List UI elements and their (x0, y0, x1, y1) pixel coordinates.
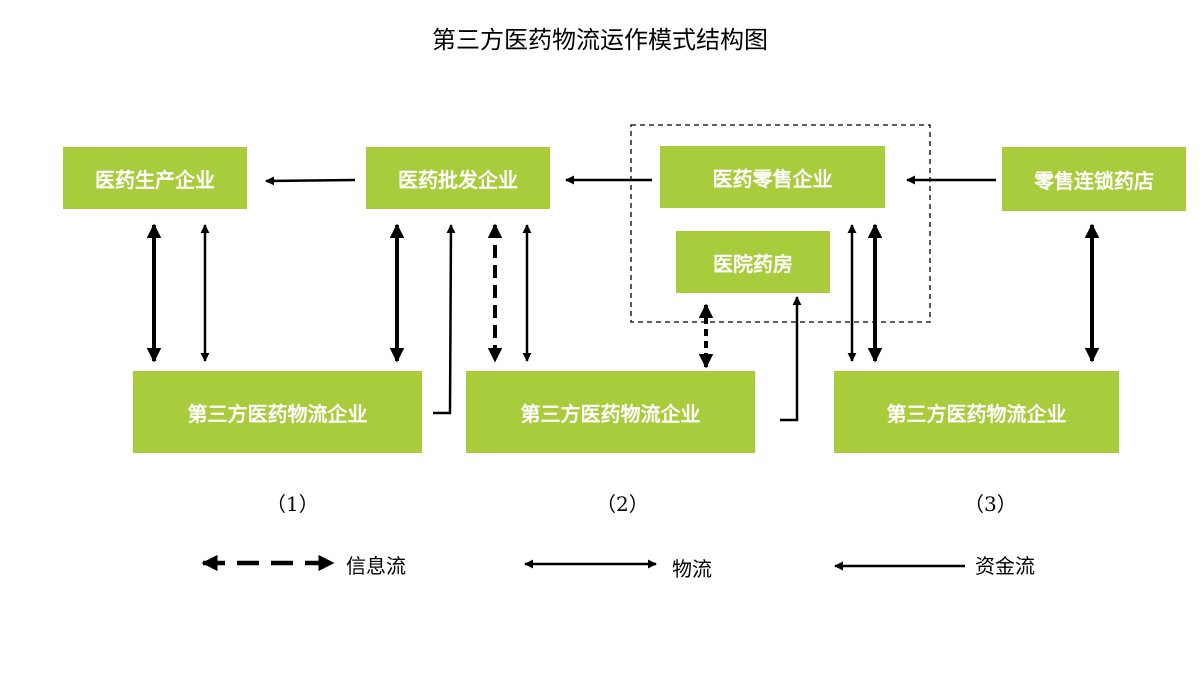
box-chain-pharmacy: 零售连锁药店 (1002, 147, 1186, 211)
box-hospital-pharmacy: 医院药房 (676, 231, 830, 293)
legend-logistics-flow-label: 物流 (672, 557, 712, 581)
legend-capital-flow-label: 资金流 (975, 554, 1035, 578)
legend-info-flow-label: 信息流 (346, 554, 406, 578)
box-logistics-3: 第三方医药物流企业 (834, 371, 1119, 453)
diagram-title: 第三方医药物流运作模式结构图 (432, 26, 768, 54)
arrow-logistics2-to-hospital (780, 296, 802, 422)
box-logistics-1-label: 第三方医药物流企业 (187, 401, 368, 426)
box-chain-pharmacy-label: 零售连锁药店 (1034, 168, 1154, 193)
box-logistics-1: 第三方医药物流企业 (133, 371, 422, 453)
caption-3: （3） (964, 492, 1017, 516)
box-retailer: 医药零售企业 (660, 146, 885, 208)
box-manufacturer: 医药生产企业 (63, 147, 247, 209)
box-wholesaler: 医药批发企业 (366, 147, 550, 209)
caption-1: （1） (266, 492, 319, 516)
caption-2: （2） (596, 492, 649, 516)
arrow-logistics1-to-wholesaler (433, 224, 456, 415)
box-logistics-2: 第三方医药物流企业 (466, 371, 755, 453)
box-logistics-2-label: 第三方医药物流企业 (520, 401, 701, 426)
box-hospital-pharmacy-label: 医院药房 (713, 251, 793, 276)
box-manufacturer-label: 医药生产企业 (95, 167, 215, 192)
arrow-wholesaler-to-manufacturer (265, 176, 356, 186)
box-wholesaler-label: 医药批发企业 (398, 167, 518, 192)
box-logistics-3-label: 第三方医药物流企业 (886, 401, 1067, 426)
box-retailer-label: 医药零售企业 (712, 166, 833, 191)
